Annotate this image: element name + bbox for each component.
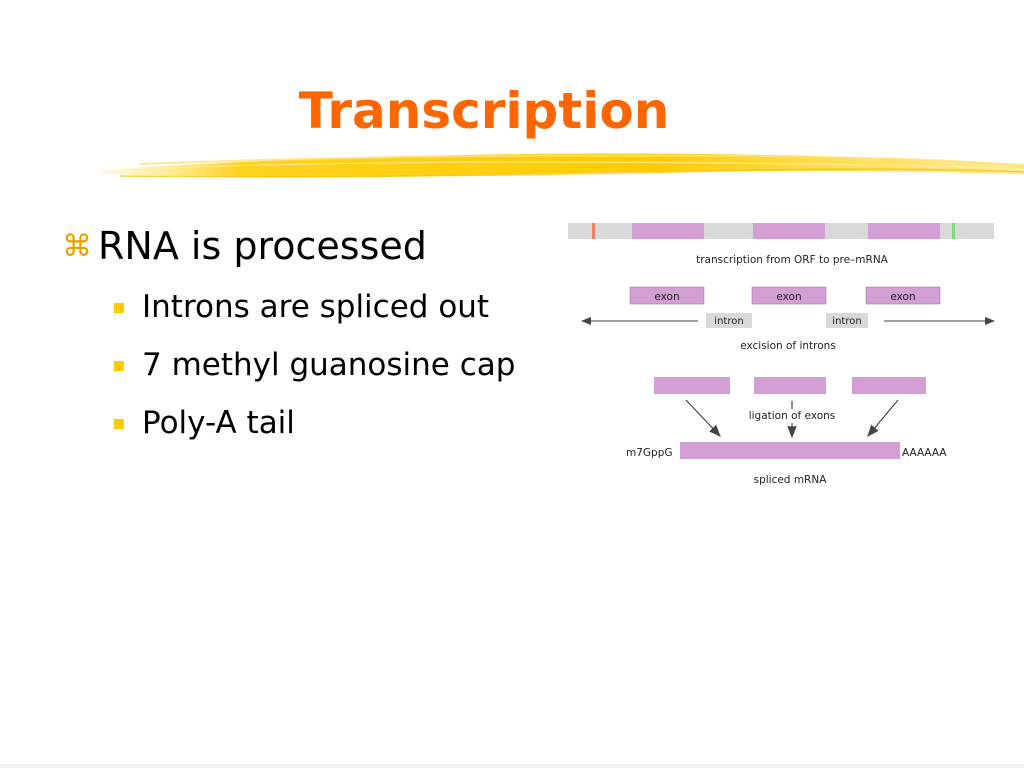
bullet-list: ⌘ RNA is processed Introns are spliced o… [62, 222, 582, 452]
step4-caption: spliced mRNA [754, 474, 828, 486]
footer-divider [0, 764, 1024, 768]
exon-block [753, 223, 825, 239]
bullet-level1: ⌘ RNA is processed [62, 222, 582, 270]
exon-label: exon [654, 291, 679, 303]
square-bullet-icon [114, 361, 124, 371]
ligation-arrow-icon [867, 399, 899, 437]
step3-caption: ligation of exons [749, 410, 836, 422]
exon-label: exon [890, 291, 915, 303]
spliced-mrna-bar [680, 442, 900, 459]
exon-block [754, 377, 826, 394]
intron-label: intron [714, 316, 743, 327]
sub-bullet-text: 7 methyl guanosine cap [142, 347, 516, 383]
step2-caption: excision of introns [740, 340, 836, 352]
pre-mrna-bar [568, 223, 994, 239]
sub-bullet: Introns are spliced out [114, 278, 582, 336]
sub-bullet-text: Poly-A tail [142, 405, 295, 441]
intron-label: intron [832, 316, 861, 327]
exon-label: exon [776, 291, 801, 303]
square-bullet-icon [114, 419, 124, 429]
cap-label: m7GppG [626, 447, 673, 459]
sub-bullet: Poly-A tail [114, 394, 582, 452]
title-underline-brushstroke [100, 153, 1024, 178]
sub-bullet: 7 methyl guanosine cap [114, 336, 582, 394]
intron-block [826, 313, 868, 328]
exon-block [632, 223, 704, 239]
square-bullet-icon [114, 303, 124, 313]
splicing-diagram: transcription from ORF to pre–mRNA exon … [568, 223, 995, 486]
intron-block [706, 313, 752, 328]
slide-title: Transcription [298, 82, 670, 140]
ligation-arrow-icon [685, 399, 721, 437]
exon-block [852, 377, 926, 394]
exon-row: exon exon exon [629, 286, 941, 305]
bullet-main-text: RNA is processed [98, 224, 427, 268]
polya-tail-label: AAAAAA [902, 447, 947, 459]
exon-block [868, 223, 940, 239]
exon-block [654, 377, 730, 394]
command-key-bullet-icon: ⌘ [62, 228, 92, 264]
step1-caption: transcription from ORF to pre–mRNA [696, 254, 889, 266]
sub-bullet-text: Introns are spliced out [142, 289, 490, 325]
